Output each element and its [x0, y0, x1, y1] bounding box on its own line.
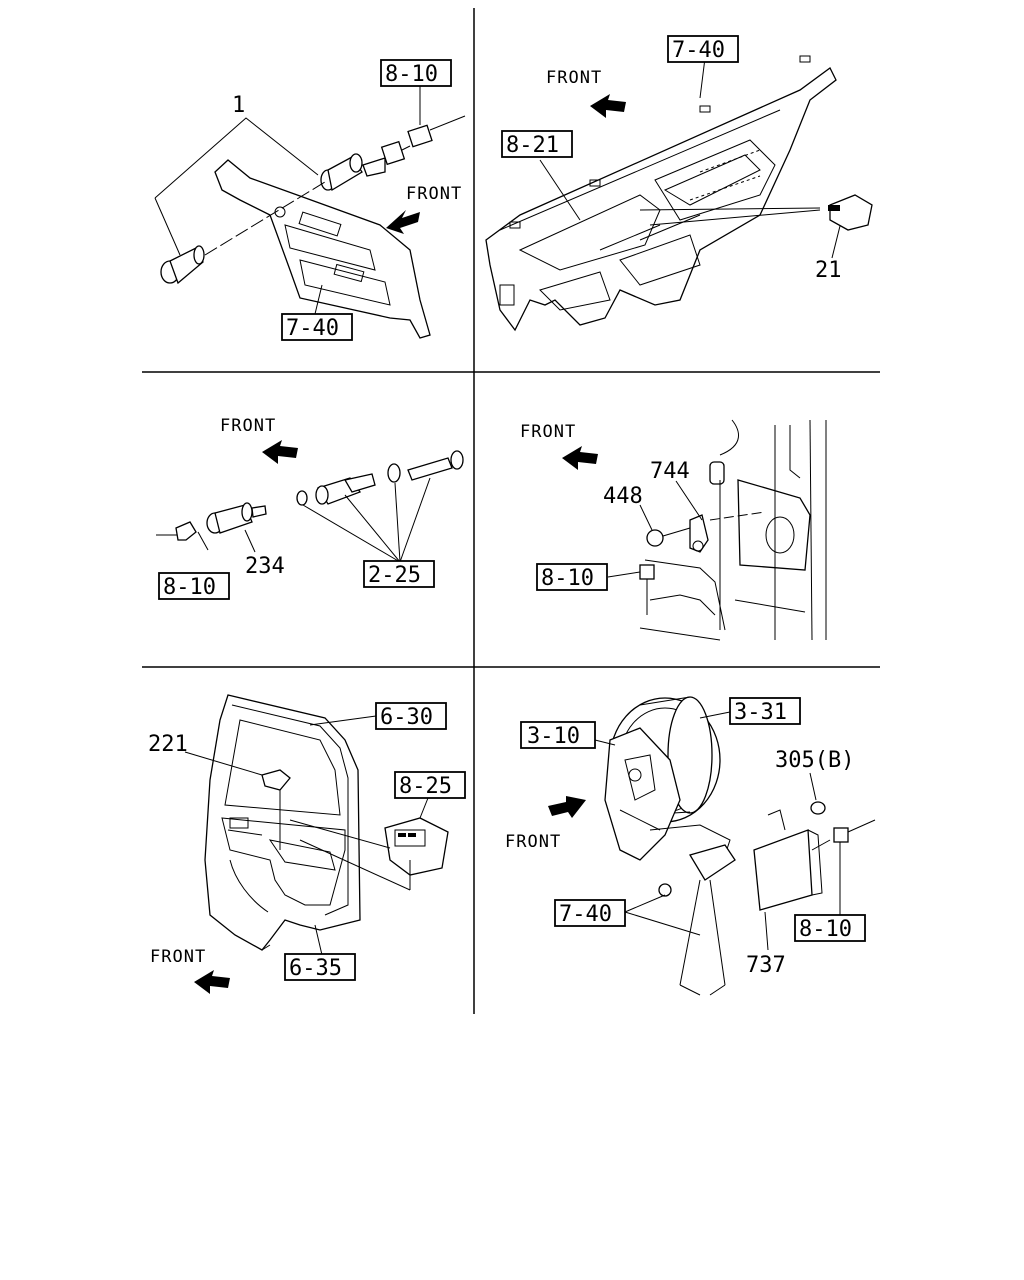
part-221-label: 221 — [148, 732, 188, 757]
ref-box-8-10 — [380, 59, 452, 87]
panel-3-labels: FRONT 8-10 234 2-25 — [158, 416, 435, 600]
panel-2-labels: 7-40 8-21 21 FRONT — [501, 35, 842, 283]
ref-6-30-label: 6-30 — [380, 705, 433, 730]
ref-box-3-31 — [729, 697, 801, 725]
part-1-label: 1 — [232, 93, 245, 118]
ref-8-10-label: 8-10 — [163, 575, 216, 600]
ref-3-31-label: 3-31 — [734, 700, 787, 725]
ref-7-40-label: 7-40 — [559, 902, 612, 927]
front-arrow-icon — [590, 94, 626, 118]
front-arrow-icon — [562, 446, 598, 470]
ref-box-8-25 — [394, 771, 466, 799]
ref-8-10-label: 8-10 — [541, 566, 594, 591]
connector-part-drawing — [156, 521, 197, 541]
panel-4-labels: FRONT 744 448 8-10 — [520, 422, 690, 591]
part-21-label: 21 — [815, 258, 842, 283]
connector-part-drawing — [833, 819, 876, 843]
ref-box-8-21 — [501, 130, 573, 158]
front-label: FRONT — [150, 947, 206, 967]
part-305b-label: 305(B) — [775, 748, 854, 773]
lighter-part-drawing — [160, 245, 205, 285]
ref-box-2-25 — [363, 560, 435, 588]
front-arrow-icon — [194, 970, 230, 994]
frame-drawing — [639, 419, 827, 641]
dashboard-drawing — [485, 55, 837, 332]
connector-part-drawing — [639, 564, 655, 615]
switch-part-drawing — [828, 194, 873, 231]
gear-part-drawing — [407, 450, 464, 481]
part-448-label: 448 — [603, 484, 643, 509]
part-234-label: 234 — [245, 554, 285, 579]
socket-part-drawing — [320, 115, 466, 192]
front-arrow-icon — [548, 796, 586, 818]
panel-6 — [594, 696, 876, 996]
panel-6-labels: 3-10 3-31 305(B) FRONT 7-40 8-10 737 — [505, 697, 866, 978]
ref-box-6-35 — [284, 953, 356, 981]
ref-box-7-40 — [554, 899, 626, 927]
adapter-part-drawing — [315, 473, 376, 505]
front-arrow-icon — [262, 440, 298, 464]
ref-box-8-10 — [158, 572, 230, 600]
ref-box-7-40 — [281, 313, 353, 341]
ref-2-25-label: 2-25 — [368, 563, 421, 588]
panel-dividers — [142, 8, 880, 1014]
part-744-label: 744 — [650, 459, 690, 484]
panel-4 — [607, 419, 827, 641]
dash-panel-drawing — [214, 159, 431, 339]
panel-1-labels: 1 8-10 7-40 FRONT — [232, 59, 462, 341]
front-label: FRONT — [220, 416, 276, 436]
door-drawing — [204, 694, 361, 951]
sensor-part-drawing — [646, 514, 709, 553]
panel-3 — [156, 450, 464, 563]
part-737-label: 737 — [746, 953, 786, 978]
ref-box-6-30 — [375, 702, 447, 730]
nut-drawing — [810, 801, 826, 815]
ref-box-7-40 — [667, 35, 739, 63]
window-switch-drawing — [384, 817, 449, 876]
panel-5 — [184, 694, 449, 956]
sensor-part-drawing — [206, 502, 267, 534]
leader-1 — [154, 117, 319, 199]
panel-2 — [485, 55, 873, 332]
washer-drawing — [296, 490, 308, 506]
o-ring-drawing — [387, 463, 401, 483]
ref-box-8-10 — [536, 563, 608, 591]
ref-8-10-label: 8-10 — [799, 917, 852, 942]
front-label: FRONT — [505, 832, 561, 852]
ref-6-35-label: 6-35 — [289, 956, 342, 981]
handle-part-drawing — [261, 769, 291, 791]
ref-7-40-label: 7-40 — [672, 38, 725, 63]
ref-box-8-10 — [794, 914, 866, 942]
panel-5-labels: 221 6-30 8-25 6-35 FRONT — [148, 702, 466, 994]
ref-7-40-label: 7-40 — [286, 316, 339, 341]
ref-8-10-label: 8-10 — [385, 62, 438, 87]
ref-box-3-10 — [520, 721, 596, 749]
ref-3-10-label: 3-10 — [527, 724, 580, 749]
front-label: FRONT — [406, 184, 462, 204]
front-arrow-icon — [386, 210, 420, 234]
front-label: FRONT — [546, 68, 602, 88]
bolt-drawing — [658, 883, 672, 897]
control-module-drawing — [753, 809, 823, 911]
panel-1 — [154, 86, 466, 339]
front-label: FRONT — [520, 422, 576, 442]
bracket-drawing — [604, 727, 736, 996]
ref-8-25-label: 8-25 — [399, 774, 452, 799]
ref-8-21-label: 8-21 — [506, 133, 559, 158]
